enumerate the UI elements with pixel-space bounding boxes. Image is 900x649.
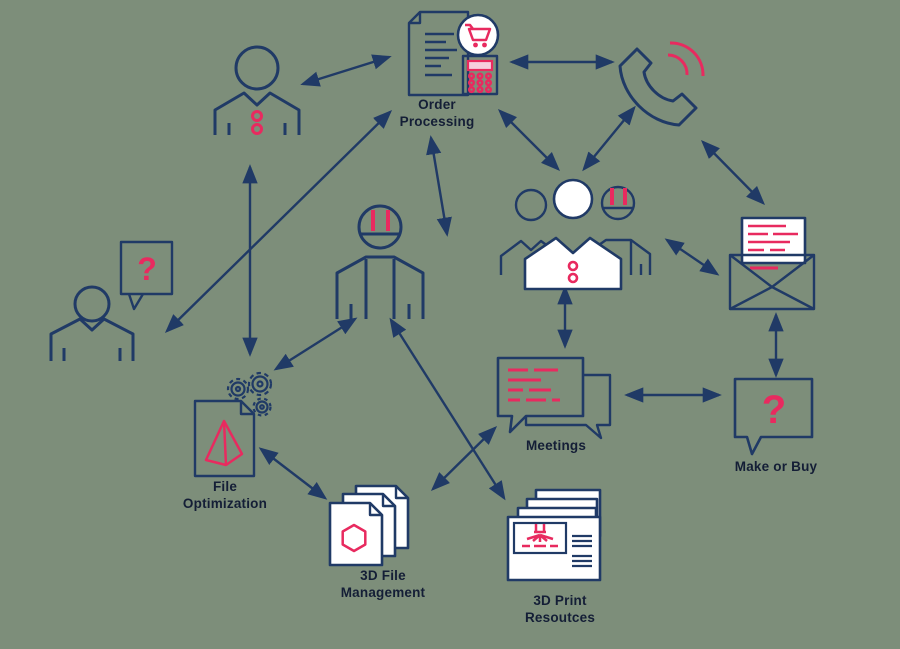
question-mark: ? [137, 251, 157, 287]
worker-icon [333, 203, 426, 320]
hexagon-shape [341, 523, 367, 553]
ring-wave-inner [667, 53, 689, 76]
make-or-buy-label: Make or Buy [734, 459, 818, 474]
customer-person-icon [212, 44, 302, 136]
question-mark: ? [762, 388, 786, 432]
arrow-file-optimization--worker [273, 317, 358, 371]
question-person-icon: ? [48, 240, 174, 362]
meetings-icon [496, 355, 614, 441]
file-management-icon [328, 484, 412, 567]
ring-wave-outer [669, 41, 705, 77]
arrow-team--phone [582, 105, 636, 172]
file-optimization-icon [193, 371, 278, 478]
arrow-order-processing--team [497, 108, 561, 172]
arrow-phone--envelope [700, 139, 766, 206]
meetings-label: Meetings [525, 438, 587, 453]
arrow-worker--order-processing [426, 135, 452, 237]
arrow-file-management--meetings [430, 425, 498, 492]
printer-nozzle [522, 524, 558, 548]
order-processing-icon [405, 10, 500, 97]
file-optimization-label: File Optimization [182, 479, 268, 511]
arrow-team--envelope [664, 238, 720, 276]
file-management-label: 3D File Management [340, 568, 426, 600]
arrow-customer-person--order-processing [300, 54, 392, 87]
arrow-worker--print-resources [389, 317, 506, 501]
envelope-icon [728, 215, 816, 311]
print-resources-icon [506, 488, 606, 582]
make-or-buy-icon: ? [729, 374, 817, 458]
team-icon [498, 178, 653, 291]
order-processing-label: Order Processing [399, 97, 475, 129]
print-resources-label: 3D Print Resoutces [524, 593, 596, 625]
phone-icon [615, 38, 710, 133]
arrow-file-optimization--file-management [258, 447, 328, 500]
gears-icon [226, 371, 273, 417]
arrow-question-person--order-processing [164, 109, 393, 334]
